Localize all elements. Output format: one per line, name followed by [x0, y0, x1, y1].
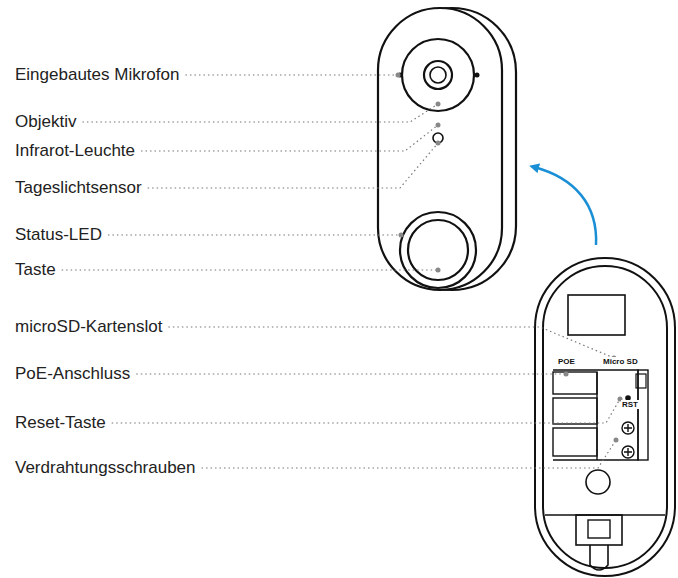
flip-arrow: [534, 167, 596, 245]
part-label: Tageslichtsensor: [15, 178, 142, 198]
printed-marking: RST: [621, 400, 639, 409]
leader-dot: [436, 102, 441, 107]
leader-line: [202, 440, 616, 468]
part-label: Verdrahtungsschrauben: [15, 458, 196, 478]
part-label: Objektiv: [15, 112, 76, 132]
part-label: Status-LED: [15, 225, 102, 245]
front-view: [378, 8, 516, 290]
part-label: Reset-Taste: [15, 413, 106, 433]
leader-line: [62, 269, 438, 270]
leader-dot: [614, 438, 619, 443]
leader-dot: [436, 141, 441, 146]
printed-marking: POE: [557, 357, 576, 366]
leader-line: [185, 74, 398, 75]
leader-line: [136, 373, 566, 374]
leader-dot: [564, 372, 569, 377]
leader-line: [108, 234, 401, 235]
leader-line: [148, 143, 438, 188]
part-label: PoE-Anschluss: [15, 364, 130, 384]
leader-dot: [436, 123, 441, 128]
leader-line: [168, 327, 614, 358]
leader-line: [82, 104, 438, 122]
leader-dot: [396, 73, 401, 78]
back-view: [535, 258, 675, 576]
part-label: Eingebautes Mikrofon: [15, 65, 179, 85]
part-label: microSD-Kartenslot: [15, 317, 162, 337]
part-label: Taste: [15, 260, 56, 280]
leader-line: [112, 399, 620, 423]
leader-dot: [436, 268, 441, 273]
leader-line: [141, 125, 438, 151]
printed-marking: Micro SD: [602, 357, 639, 366]
part-label: Infrarot-Leuchte: [15, 141, 135, 161]
leader-dot: [399, 233, 404, 238]
